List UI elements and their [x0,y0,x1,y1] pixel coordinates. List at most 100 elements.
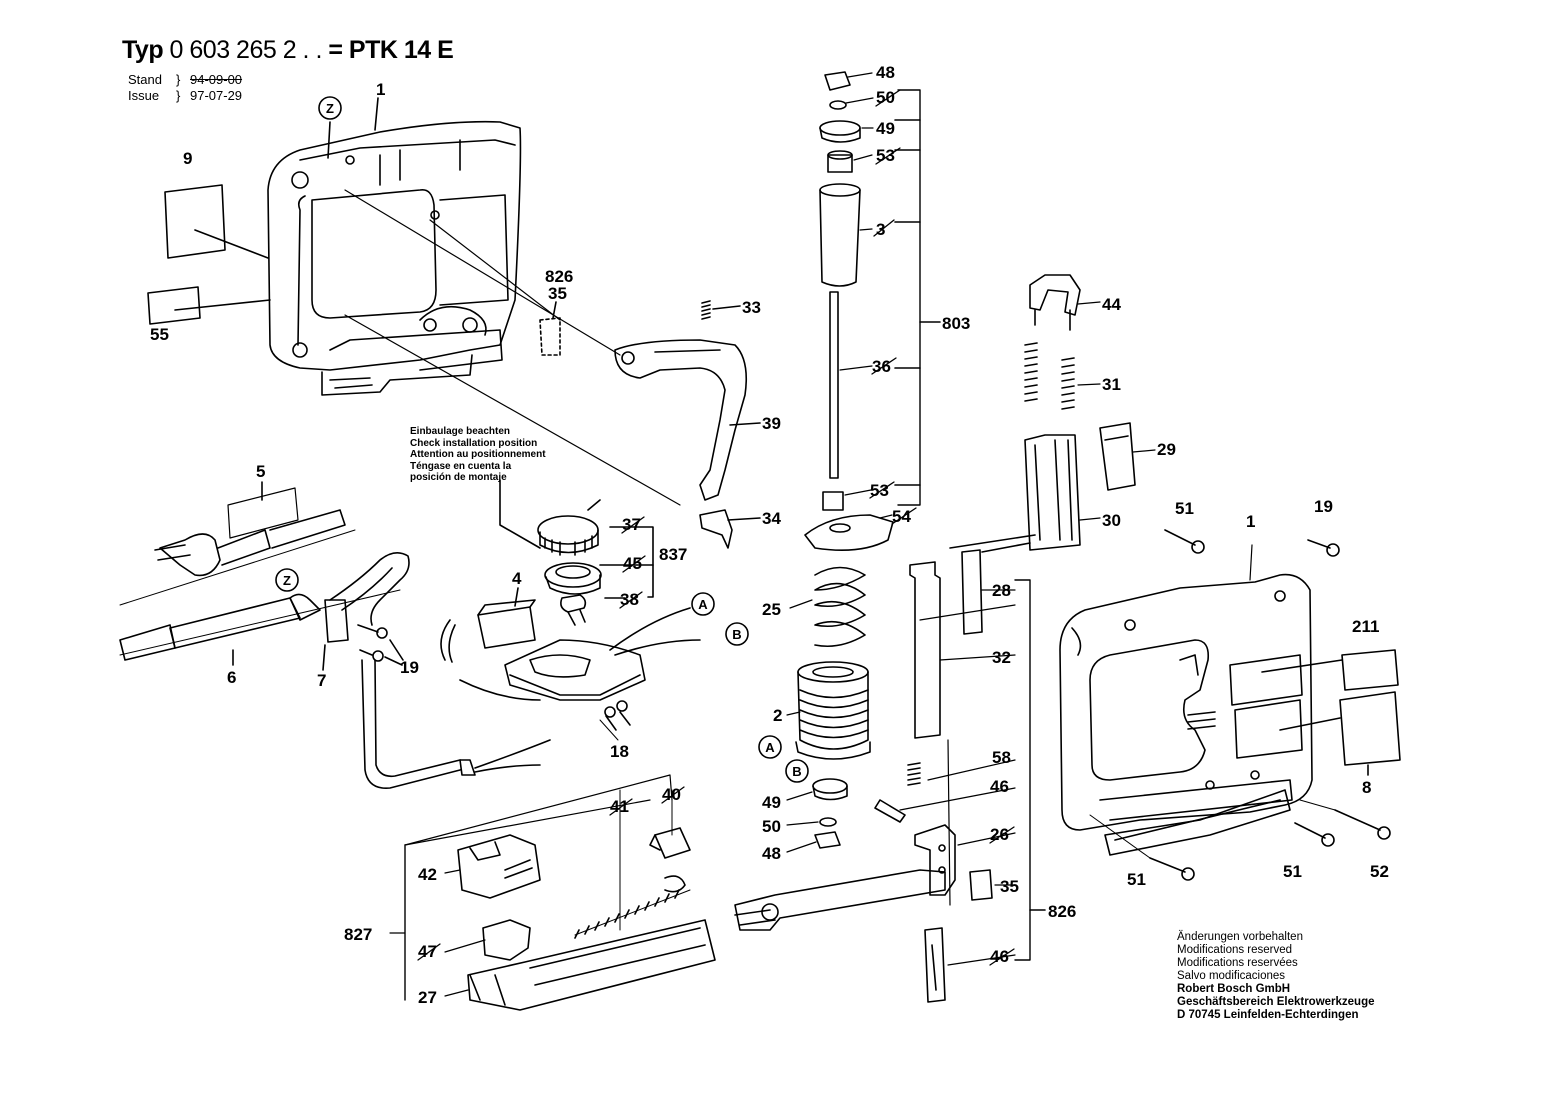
label-2: 2 [773,706,782,725]
stand-date: 94-09-00 [190,72,243,87]
label-55 [147,286,271,325]
stand-label: Stand [128,72,162,87]
screws-right [1149,529,1391,881]
label-8: 8 [1362,778,1371,797]
marker-z-top [318,96,342,120]
marker-z-cable [275,568,299,592]
model-name: PTK 14 E [348,36,454,64]
marker-b-coil [785,759,809,783]
label-1-right: 1 [1246,512,1255,531]
footer-line: Änderungen vorbehalten [1177,931,1303,943]
marker-a-coil [758,735,782,759]
label-32: 32 [992,648,1011,667]
marker-z-top-text: Z [326,101,334,116]
label-50-bottom: 50 [762,817,781,836]
power-cord [119,481,551,789]
label-1-left: 1 [376,80,385,99]
magazine-assembly [457,827,716,1011]
marker-a-coil-text: A [765,740,775,755]
footer-line: Salvo modificaciones [1177,970,1286,982]
label-7: 7 [317,671,326,690]
label-55-text: 55 [150,325,169,344]
label-827: 827 [344,925,372,944]
marker-b-module-text: B [732,627,741,642]
label-49-top: 49 [876,119,895,138]
part-numbers: 1 9 55 826 35 33 39 34 37 45 837 38 4 18… [150,63,1389,1007]
label-18: 18 [610,742,629,761]
footer-line: Modifications reserved [1177,944,1293,956]
label-31: 31 [1102,375,1121,394]
center-stack [795,71,894,849]
issue-label: Issue [128,88,160,103]
label-30: 30 [1102,511,1121,530]
label-58: 58 [992,748,1011,767]
label-19-left: 19 [400,658,419,677]
revision-block: Stand}94-09-00 Issue}97-07-29 [128,72,243,103]
label-39: 39 [762,414,781,433]
reference-markers [275,96,809,783]
label-25: 25 [762,600,781,619]
issue-date: 97-07-29 [190,88,243,103]
screws-19 [357,624,404,666]
label-36: 36 [872,357,891,376]
label-46-mid: 46 [990,777,1009,796]
label-35-bottom: 35 [1000,877,1019,896]
label-211: 211 [1352,617,1379,636]
guide-parts [734,534,1036,1003]
label-53-low: 53 [870,481,889,500]
label-33: 33 [742,298,761,317]
label-44: 44 [1102,295,1121,314]
equals-sign: = [328,36,343,64]
label-49-bottom: 49 [762,793,781,812]
label-803: 803 [942,314,970,333]
label-34: 34 [762,509,781,528]
label-4: 4 [512,569,522,588]
right-housing [1059,573,1313,856]
marker-z-cable-text: Z [283,573,291,588]
installation-note: Einbaulage beachten Check installation p… [410,426,546,484]
marker-a-module-text: A [698,597,708,612]
electronics-module [440,479,701,731]
label-9 [164,184,269,259]
label-42: 42 [418,865,437,884]
latch-parts [1024,274,1136,551]
label-51-c: 51 [1127,870,1146,889]
label-826-top: 826 [545,267,573,286]
label-19-right: 19 [1314,497,1333,516]
left-housing [267,120,522,396]
label-35-top: 35 [548,284,567,303]
label-48-top: 48 [876,63,895,82]
drawing-title: Typ 0 603 265 2 . . = PTK 14 E [122,36,454,65]
label-6: 6 [227,668,236,687]
label-3: 3 [876,220,885,239]
company-line: Robert Bosch GmbH [1177,983,1291,995]
label-51-b: 51 [1283,862,1302,881]
note-line: Check installation position [410,437,538,449]
label-9-text: 9 [183,149,192,168]
trigger-lever [614,339,761,501]
label-837: 837 [659,545,687,564]
company-line: D 70745 Leinfelden-Echterdingen [1177,1009,1359,1021]
footer-line: Modifications reservées [1177,957,1298,969]
note-line: posición de montaje [410,472,507,483]
label-52: 52 [1370,862,1389,881]
note-line: Einbaulage beachten [410,426,511,437]
label-51-a: 51 [1175,499,1194,518]
label-826-right: 826 [1048,902,1076,921]
footer-notice: Änderungen vorbehalten Modifications res… [1177,931,1375,1022]
note-line: Attention au positionnement [410,449,546,460]
label-54: 54 [892,507,911,526]
marker-b-coil-text: B [792,764,801,779]
label-28: 28 [992,581,1011,600]
typ-label: Typ [122,36,164,64]
note-line: Téngase en cuenta la [410,460,512,472]
part-number: 0 603 265 2 . . [169,36,323,64]
marker-b-module [725,622,749,646]
label-27: 27 [418,988,437,1007]
marker-a-module [691,592,715,616]
company-line: Geschäftsbereich Elektrowerkzeuge [1177,996,1375,1008]
label-29: 29 [1157,440,1176,459]
label-48-bottom: 48 [762,844,781,863]
